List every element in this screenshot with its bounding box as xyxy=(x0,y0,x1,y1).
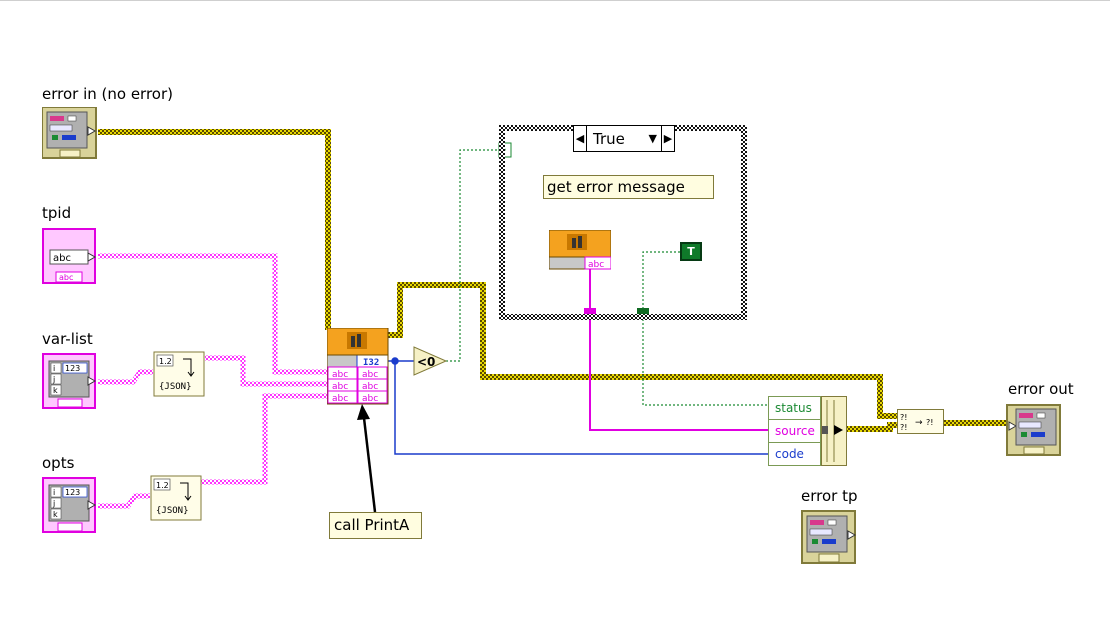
svg-text:1.2: 1.2 xyxy=(159,357,172,366)
svg-text:→: → xyxy=(915,418,923,428)
svg-text:I32: I32 xyxy=(363,358,379,368)
bundle-field-source[interactable]: source xyxy=(769,420,820,443)
error-in-label: error in (no error) xyxy=(42,85,173,103)
case-structure[interactable] xyxy=(499,125,747,320)
opts-terminal[interactable]: i j k 123 xyxy=(42,477,98,534)
case-selector[interactable]: ◀ True ▼ ▶ xyxy=(573,125,675,152)
svg-text:abc: abc xyxy=(362,382,378,392)
svg-text:abc: abc xyxy=(332,370,348,380)
tpid-label: tpid xyxy=(42,204,72,222)
svg-text:k: k xyxy=(53,386,58,395)
svg-text:123: 123 xyxy=(65,364,80,373)
true-constant[interactable]: T xyxy=(680,242,702,261)
svg-text:i: i xyxy=(53,364,55,373)
callout-arrow xyxy=(357,404,377,513)
call-printa-node[interactable]: I32 abc abc abc abc abc abc xyxy=(327,328,389,405)
get-error-message-node[interactable]: abc xyxy=(549,230,611,270)
svg-text:{JSON}: {JSON} xyxy=(159,382,192,392)
svg-text:abc: abc xyxy=(332,394,348,404)
var-list-label: var-list xyxy=(42,330,93,348)
increment-arrow-icon[interactable]: ▶ xyxy=(661,126,674,151)
bundle-field-status[interactable]: status xyxy=(769,397,820,420)
svg-text:j: j xyxy=(52,499,55,508)
svg-text:123: 123 xyxy=(65,488,80,497)
flatten-to-json-node-1[interactable]: 1.2 {JSON} xyxy=(153,351,205,397)
error-wire[interactable] xyxy=(98,129,1008,432)
svg-text:abc: abc xyxy=(53,253,71,264)
svg-text:abc: abc xyxy=(59,273,73,282)
svg-text:<0: <0 xyxy=(417,355,435,369)
opts-label: opts xyxy=(42,454,75,472)
svg-text:abc: abc xyxy=(588,260,604,270)
svg-text:i: i xyxy=(53,488,55,497)
error-tp-label: error tp xyxy=(801,487,858,505)
svg-text:k: k xyxy=(53,510,58,519)
svg-text:?!: ?! xyxy=(900,413,907,422)
svg-text:?!: ?! xyxy=(900,423,907,432)
bundle-by-name[interactable]: status source code xyxy=(768,396,821,466)
svg-text:1.2: 1.2 xyxy=(156,481,169,490)
svg-text:abc: abc xyxy=(332,382,348,392)
error-out-label: error out xyxy=(1008,380,1074,398)
bundle-field-code[interactable]: code xyxy=(775,447,804,461)
svg-text:{JSON}: {JSON} xyxy=(156,506,189,516)
svg-text:?!: ?! xyxy=(926,418,933,427)
source-string-wire[interactable] xyxy=(589,268,768,431)
subdiagram-label: get error message xyxy=(543,175,714,199)
error-tp-terminal[interactable] xyxy=(801,510,857,565)
bool-wire[interactable] xyxy=(446,149,768,406)
case-selector-value: True xyxy=(593,129,625,148)
string-wire[interactable] xyxy=(98,253,329,509)
var-list-terminal[interactable]: i j k 123 xyxy=(42,353,98,410)
top-border xyxy=(0,0,1110,1)
flatten-to-json-node-2[interactable]: 1.2 {JSON} xyxy=(150,475,202,521)
int-wire[interactable] xyxy=(388,357,768,455)
svg-text:abc: abc xyxy=(362,370,378,380)
svg-text:abc: abc xyxy=(362,394,378,404)
error-in-terminal[interactable] xyxy=(42,107,98,160)
dropdown-arrow-icon[interactable]: ▼ xyxy=(648,132,657,145)
svg-text:j: j xyxy=(52,375,55,384)
merge-errors-node[interactable]: ?! ?! → ?! xyxy=(897,409,945,435)
less-than-zero-node[interactable]: <0 xyxy=(413,346,448,376)
tpid-terminal[interactable]: abc abc xyxy=(42,228,98,285)
bundle-glyph-icon xyxy=(822,400,843,462)
error-out-terminal[interactable] xyxy=(1006,404,1062,457)
call-printa-label: call PrintA xyxy=(329,512,422,539)
decrement-arrow-icon[interactable]: ◀ xyxy=(574,126,587,151)
